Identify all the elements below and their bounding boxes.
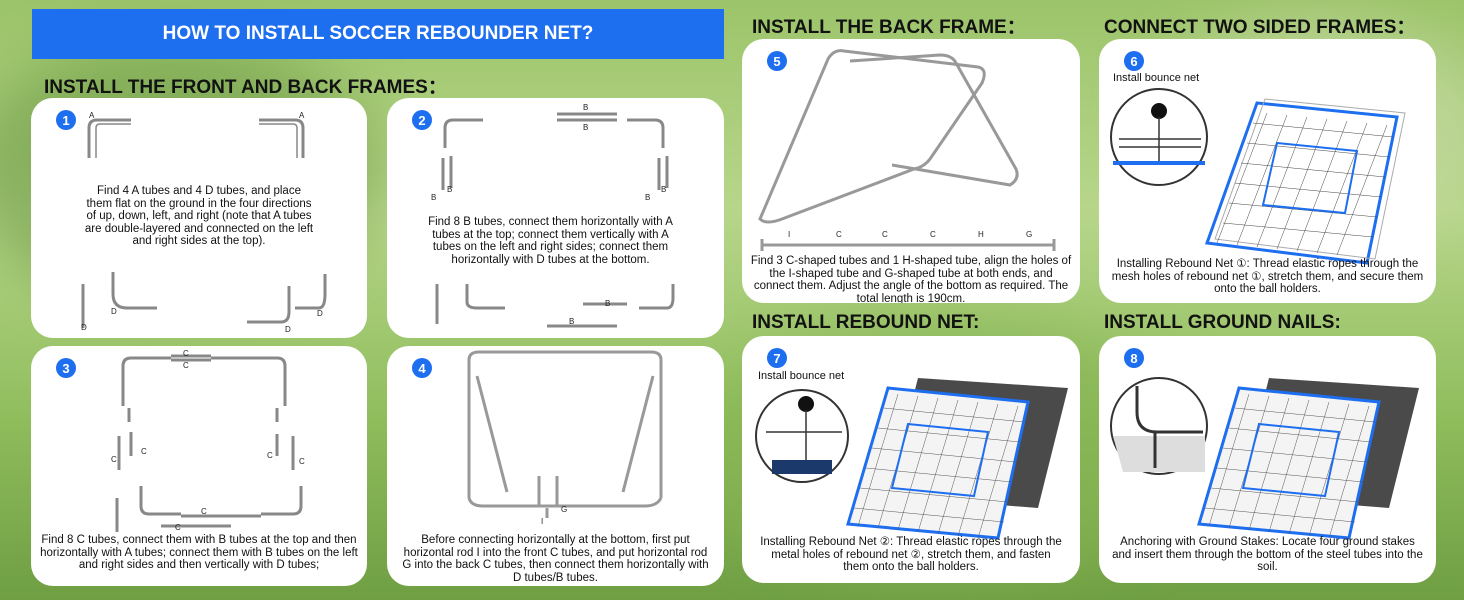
page-title-banner: HOW TO INSTALL SOCCER REBOUNDER NET? bbox=[32, 9, 724, 59]
frame-parts-diagram: A A D D D D bbox=[81, 111, 327, 334]
tube-label: C bbox=[111, 455, 117, 464]
tube-label: H bbox=[978, 230, 984, 239]
tube-label: C bbox=[299, 457, 305, 466]
tube-label: D bbox=[317, 309, 323, 318]
tube-label: C bbox=[175, 523, 181, 532]
tube-label: C bbox=[930, 230, 936, 239]
frame-assembly-diagram: G I bbox=[467, 350, 663, 526]
tube-label: B bbox=[431, 193, 436, 202]
rebound-net-diagram bbox=[755, 378, 1068, 540]
step-panel-8: 8 Anchoring with Ground Stakes: Locate f… bbox=[1099, 336, 1436, 583]
tube-label: B bbox=[583, 103, 588, 112]
frame-parts-diagram: C C C C C C C C bbox=[111, 349, 305, 532]
step-number-badge: 8 bbox=[1124, 348, 1144, 368]
step-caption: Installing Rebound Net ②: Thread elastic… bbox=[760, 536, 1062, 573]
ground-stakes-diagram bbox=[1110, 377, 1419, 540]
rebound-net-diagram bbox=[1110, 88, 1406, 265]
step-panel-2: 2 B B B B B B B B Find 8 B tubes, connec… bbox=[387, 98, 724, 338]
tube-label: G bbox=[1026, 230, 1032, 239]
tube-label: C bbox=[836, 230, 842, 239]
step-caption: Find 4 A tubes and 4 D tubes, and place … bbox=[84, 185, 314, 247]
page-title: HOW TO INSTALL SOCCER REBOUNDER NET? bbox=[162, 23, 594, 44]
step-number-badge: 4 bbox=[412, 358, 432, 378]
tube-label: I bbox=[788, 230, 790, 239]
heading-rebound-net: INSTALL REBOUND NET: bbox=[752, 312, 980, 333]
tube-label: I bbox=[541, 517, 543, 526]
tube-label: D bbox=[111, 307, 117, 316]
step-caption: Find 8 C tubes, connect them with B tube… bbox=[40, 534, 358, 571]
frame-parts-diagram: B B B B B B B B bbox=[431, 103, 675, 328]
step-caption: Find 8 B tubes, connect them horizontall… bbox=[428, 216, 673, 266]
step-panel-4: 4 G I Before connecting horizontally at … bbox=[387, 346, 724, 586]
heading-back-frame: INSTALL THE BACK FRAME： bbox=[752, 17, 1026, 38]
tube-label: C bbox=[267, 451, 273, 460]
tube-label: B bbox=[645, 193, 650, 202]
tube-label: C bbox=[183, 349, 189, 358]
back-frame-diagram: I C C C H G bbox=[758, 49, 1056, 251]
tube-label: C bbox=[183, 361, 189, 370]
step-number-badge: 3 bbox=[56, 358, 76, 378]
tube-label: B bbox=[605, 299, 610, 308]
inset-label: Install bounce net bbox=[1113, 72, 1200, 84]
heading-front-back-frames: INSTALL THE FRONT AND BACK FRAMES： bbox=[44, 77, 447, 98]
step-panel-6: 6 Install bounce net Installing Rebound … bbox=[1099, 39, 1436, 303]
step-panel-1: 1 A A D D D D Find 4 A tubes and 4 D tub… bbox=[31, 98, 367, 338]
tube-label: A bbox=[299, 111, 305, 120]
step-panel-5: 5 I C C C H G Find 3 C-shaped tubes and … bbox=[742, 39, 1080, 303]
heading-ground-nails: INSTALL GROUND NAILS: bbox=[1104, 312, 1341, 333]
tube-label: C bbox=[882, 230, 888, 239]
tube-label: B bbox=[661, 185, 666, 194]
step-number-badge: 7 bbox=[767, 348, 787, 368]
tube-label: B bbox=[447, 185, 452, 194]
heading-two-sided-frames: CONNECT TWO SIDED FRAMES： bbox=[1104, 17, 1416, 38]
step-number-badge: 6 bbox=[1124, 51, 1144, 71]
step-caption: Anchoring with Ground Stakes: Locate fou… bbox=[1112, 536, 1423, 573]
tube-label: B bbox=[569, 317, 574, 326]
step-panel-7: 7 Install bounce net Installing Rebound … bbox=[742, 336, 1080, 583]
tube-label: C bbox=[201, 507, 207, 516]
step-panel-3: 3 C C C C C C C C Find 8 C tubes, connec… bbox=[31, 346, 367, 586]
tube-label: B bbox=[583, 123, 588, 132]
tube-label: D bbox=[285, 325, 291, 334]
step-caption: Before connecting horizontally at the bo… bbox=[402, 534, 709, 584]
tube-label: A bbox=[89, 111, 95, 120]
tube-label: D bbox=[81, 323, 87, 332]
step-number-badge: 5 bbox=[767, 51, 787, 71]
step-caption: Installing Rebound Net ①: Thread elastic… bbox=[1111, 258, 1424, 295]
tube-label: G bbox=[561, 505, 567, 514]
inset-label: Install bounce net bbox=[758, 370, 845, 382]
step-number-badge: 1 bbox=[56, 110, 76, 130]
step-number-badge: 2 bbox=[412, 110, 432, 130]
tube-label: C bbox=[141, 447, 147, 456]
step-caption: Find 3 C-shaped tubes and 1 H-shaped tub… bbox=[750, 255, 1072, 303]
